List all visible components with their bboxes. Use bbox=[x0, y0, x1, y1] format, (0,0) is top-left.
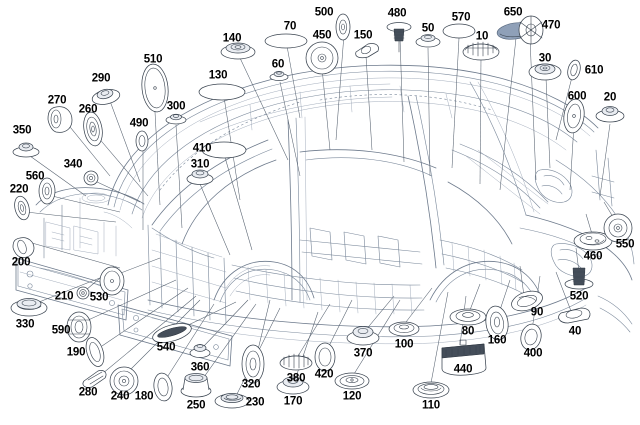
callout-label-530[interactable]: 530 bbox=[89, 291, 109, 304]
callout-label-200[interactable]: 200 bbox=[11, 256, 31, 269]
callout-label-150[interactable]: 150 bbox=[353, 29, 373, 42]
callout-label-320[interactable]: 320 bbox=[241, 378, 261, 391]
callout-label-650[interactable]: 650 bbox=[503, 6, 523, 19]
callout-label-250[interactable]: 250 bbox=[186, 399, 206, 412]
callout-label-300[interactable]: 300 bbox=[166, 100, 186, 113]
callout-label-290[interactable]: 290 bbox=[91, 72, 111, 85]
callout-label-270[interactable]: 270 bbox=[47, 94, 67, 107]
callout-label-160[interactable]: 160 bbox=[487, 334, 507, 347]
leader-lines bbox=[25, 33, 617, 397]
callout-label-410[interactable]: 410 bbox=[192, 142, 212, 155]
callout-label-260[interactable]: 260 bbox=[78, 103, 98, 116]
callout-label-10[interactable]: 10 bbox=[475, 30, 489, 43]
callout-label-220[interactable]: 220 bbox=[9, 183, 29, 196]
callout-label-470[interactable]: 470 bbox=[541, 19, 561, 32]
callout-label-600[interactable]: 600 bbox=[567, 90, 587, 103]
callout-label-30[interactable]: 30 bbox=[538, 52, 552, 65]
callout-label-40[interactable]: 40 bbox=[568, 325, 582, 338]
callout-label-500[interactable]: 500 bbox=[314, 6, 334, 19]
callout-label-70[interactable]: 70 bbox=[283, 20, 297, 33]
callout-label-610[interactable]: 610 bbox=[584, 64, 604, 77]
callout-label-240[interactable]: 240 bbox=[110, 390, 130, 403]
callout-label-520[interactable]: 520 bbox=[569, 290, 589, 303]
callout-label-490[interactable]: 490 bbox=[129, 117, 149, 130]
callout-label-330[interactable]: 330 bbox=[15, 318, 35, 331]
callout-label-310[interactable]: 310 bbox=[190, 158, 210, 171]
callout-label-370[interactable]: 370 bbox=[353, 347, 373, 360]
callout-label-400[interactable]: 400 bbox=[523, 347, 543, 360]
callout-label-230[interactable]: 230 bbox=[245, 396, 265, 409]
callout-label-100[interactable]: 100 bbox=[394, 338, 414, 351]
callout-label-590[interactable]: 590 bbox=[51, 324, 71, 337]
callout-label-180[interactable]: 180 bbox=[134, 390, 154, 403]
callout-label-360[interactable]: 360 bbox=[190, 361, 210, 374]
callout-label-130[interactable]: 130 bbox=[208, 69, 228, 82]
body-shell-outline bbox=[15, 64, 635, 367]
callout-label-280[interactable]: 280 bbox=[78, 386, 98, 399]
callout-label-550[interactable]: 550 bbox=[615, 238, 635, 251]
callout-label-170[interactable]: 170 bbox=[283, 395, 303, 408]
callout-label-80[interactable]: 80 bbox=[461, 325, 475, 338]
callout-label-450[interactable]: 450 bbox=[312, 29, 332, 42]
callout-label-510[interactable]: 510 bbox=[143, 53, 163, 66]
callout-label-560[interactable]: 560 bbox=[25, 170, 45, 183]
callout-label-480[interactable]: 480 bbox=[387, 7, 407, 20]
callout-label-190[interactable]: 190 bbox=[66, 346, 86, 359]
callout-label-20[interactable]: 20 bbox=[603, 91, 617, 104]
callout-label-210[interactable]: 210 bbox=[54, 290, 74, 303]
callout-label-140[interactable]: 140 bbox=[222, 32, 242, 45]
callout-label-120[interactable]: 120 bbox=[342, 390, 362, 403]
callout-label-50[interactable]: 50 bbox=[421, 22, 435, 35]
callout-label-380[interactable]: 380 bbox=[286, 372, 306, 385]
callout-label-570[interactable]: 570 bbox=[451, 11, 471, 24]
callout-label-420[interactable]: 420 bbox=[314, 368, 334, 381]
callout-label-60[interactable]: 60 bbox=[271, 58, 285, 71]
callout-label-110[interactable]: 110 bbox=[422, 399, 440, 412]
callout-label-460[interactable]: 460 bbox=[583, 250, 603, 263]
callout-label-340[interactable]: 340 bbox=[63, 158, 83, 171]
callout-label-90[interactable]: 90 bbox=[530, 306, 544, 319]
callout-label-350[interactable]: 350 bbox=[12, 124, 32, 137]
callout-label-440[interactable]: 440 bbox=[453, 363, 473, 376]
callout-label-540[interactable]: 540 bbox=[156, 341, 176, 354]
part-glyphs bbox=[10, 13, 633, 409]
